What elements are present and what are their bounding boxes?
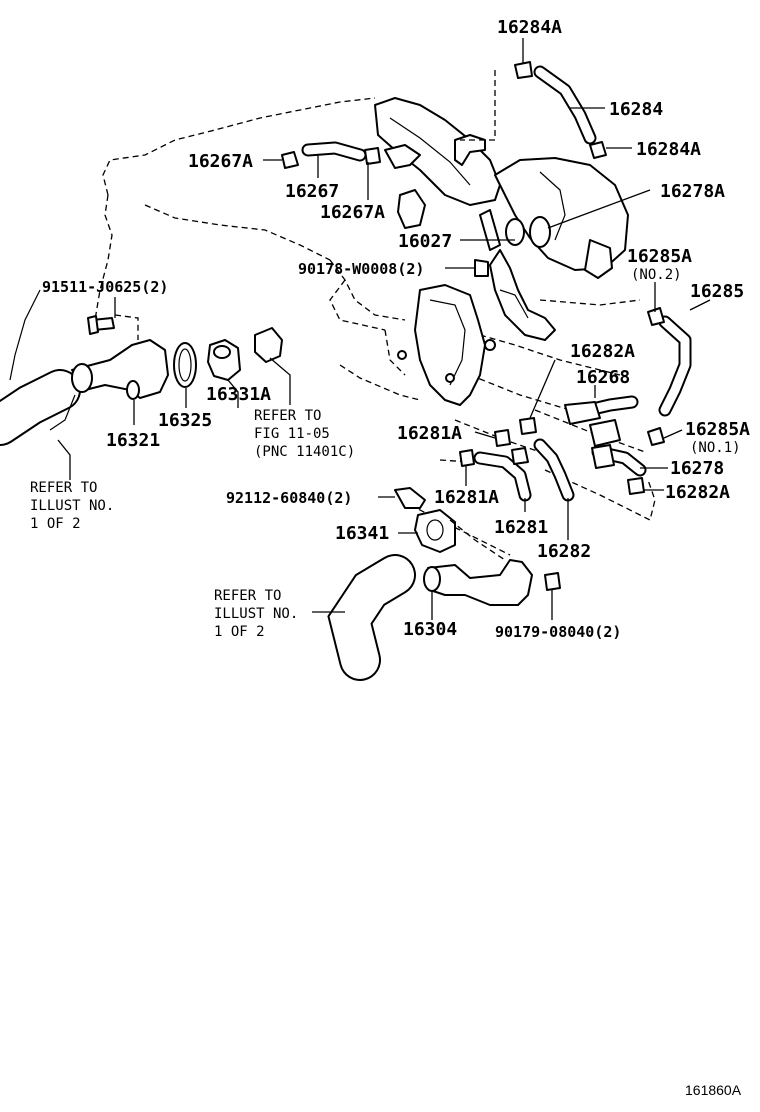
- clamp-16282a-lower-shape: [627, 477, 645, 495]
- label-16285: 16285: [690, 281, 744, 302]
- label-16284a-top: 16284A: [497, 17, 562, 38]
- label-16281: 16281: [494, 517, 548, 538]
- label-92112: 92112-60840(2): [226, 489, 352, 507]
- label-16285a-no1: 16285A: [685, 419, 750, 440]
- refer-illust-bottom-line-2: ILLUST NO.: [214, 606, 298, 622]
- label-16284: 16284: [609, 99, 663, 120]
- clamp-16267a-bottom-shape: [364, 147, 381, 165]
- water-pipe-group: [327, 487, 561, 681]
- label-16281a-upper: 16281A: [397, 423, 462, 444]
- water-pipe-16304-shape: [427, 559, 533, 606]
- clamp-16285a-no2-shape: [647, 307, 665, 326]
- nut-90179-shape: [544, 572, 561, 591]
- clamp-16282a-upper-shape: [519, 417, 537, 435]
- label-91511: 91511-J0625(2): [42, 278, 168, 296]
- figure-id: 161860A: [685, 1082, 742, 1098]
- label-16341: 16341: [335, 523, 389, 544]
- label-16282a-lower: 16282A: [665, 482, 730, 503]
- refer-illust-left-line-1: REFER TO: [30, 480, 97, 496]
- label-16278a: 16278A: [660, 181, 725, 202]
- label-16304: 16304: [403, 619, 457, 640]
- label-16267: 16267: [285, 181, 339, 202]
- label-16027: 16027: [398, 231, 452, 252]
- refer-fig-line-1: REFER TO: [254, 408, 321, 424]
- water-inlet-16321-shape: [71, 339, 169, 399]
- clamp-16281a-lower-shape: [459, 449, 475, 467]
- label-16281a-lower: 16281A: [434, 487, 499, 508]
- clamp-16284a-top-shape: [514, 61, 533, 79]
- water-outlet-housing: [397, 284, 496, 406]
- refer-illust-left-line-2: ILLUST NO.: [30, 498, 114, 514]
- clamp-16284a-right-shape: [589, 141, 607, 159]
- gasket-16027-shape: [505, 218, 525, 246]
- clamp-16285a-no1-shape: [647, 427, 665, 446]
- label-16267a-bottom: 16267A: [320, 202, 385, 223]
- refer-fig-line-3: (PNC 11401C): [254, 444, 355, 460]
- clamp-16281a-upper-shape: [494, 429, 511, 447]
- label-90178: 90178-W0008(2): [298, 260, 424, 278]
- refer-illust-bottom-line-1: REFER TO: [214, 588, 281, 604]
- turbo-assembly: [374, 97, 629, 341]
- refer-illust-left-line-3: 1 OF 2: [30, 516, 81, 532]
- label-16267a-left: 16267A: [188, 151, 253, 172]
- label-16268: 16268: [576, 367, 630, 388]
- stud-92112-shape: [394, 487, 426, 509]
- gasket-16278a-shape: [529, 216, 551, 248]
- refer-illust-bottom-line-3: 1 OF 2: [214, 624, 265, 640]
- clamp-16267a-left-shape: [281, 151, 299, 169]
- label-16285a-no1-note: (NO.1): [690, 440, 741, 456]
- label-16282: 16282: [537, 541, 591, 562]
- label-16278: 16278: [670, 458, 724, 479]
- label-16325: 16325: [158, 410, 212, 431]
- label-16282a-upper: 16282A: [570, 341, 635, 362]
- refer-fig-line-2: FIG 11-05: [254, 426, 330, 442]
- nut-90178-shape: [474, 259, 489, 277]
- part-labels: 16284A 16284 16284A 16267A 16267 16267A …: [42, 17, 750, 641]
- leader-lines: [57, 38, 711, 620]
- label-16285a-no2: 16285A: [627, 246, 692, 267]
- ring-shape: [254, 327, 283, 363]
- label-90179: 90179-08040(2): [495, 623, 621, 641]
- label-16321: 16321: [106, 430, 160, 451]
- refer-fig-note: REFER TO FIG 11-05 (PNC 11401C): [254, 408, 355, 460]
- label-16285a-no2-note: (NO.2): [631, 267, 682, 283]
- water-inlet-group: [0, 289, 283, 446]
- refer-illust-bottom-note: REFER TO ILLUST NO. 1 OF 2: [214, 588, 298, 640]
- label-16331a: 16331A: [206, 384, 271, 405]
- engine-outline: [94, 97, 656, 556]
- label-16284a-right: 16284A: [636, 139, 701, 160]
- refer-illust-left-note: REFER TO ILLUST NO. 1 OF 2: [30, 480, 114, 532]
